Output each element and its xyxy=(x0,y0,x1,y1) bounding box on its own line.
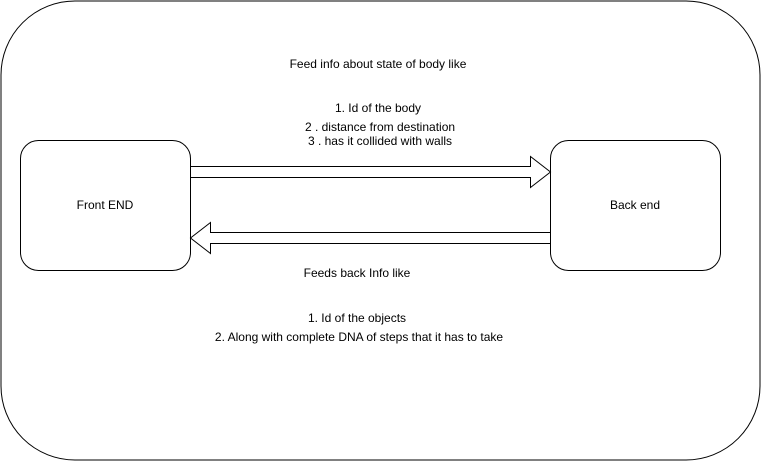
return-flow-item: 1. Id of the objects xyxy=(307,311,407,325)
forward-flow-item: 2 . distance from destination xyxy=(304,120,456,134)
return-flow-heading: Feeds back Info like xyxy=(303,266,411,280)
forward-arrow xyxy=(190,155,552,189)
forward-flow-heading: Feed info about state of body like xyxy=(289,57,467,71)
back-end-box[interactable] xyxy=(550,140,721,271)
return-flow-item: 2. Along with complete DNA of steps that… xyxy=(214,330,504,344)
back-end-label: Back end xyxy=(609,198,661,212)
front-end-label: Front END xyxy=(76,198,134,212)
front-end-box[interactable] xyxy=(20,140,191,271)
forward-flow-item: 3 . has it collided with walls xyxy=(307,134,453,148)
forward-flow-item: 1. Id of the body xyxy=(334,101,422,115)
return-arrow xyxy=(189,221,551,255)
